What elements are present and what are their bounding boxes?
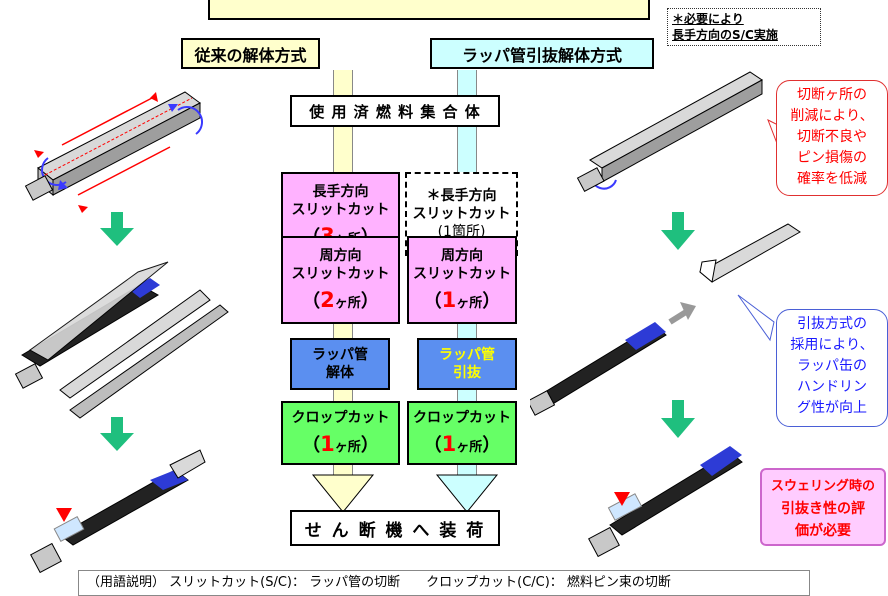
right-header-label: ラッパ管引抜解体方式 [461, 45, 622, 65]
right-down-arrow [435, 474, 499, 513]
green-down-arrow-icon [661, 400, 695, 438]
callout-line: 引抜き性の評 [781, 501, 865, 517]
glossary-box: （用語説明） スリットカット(S/C)： ラッパ管の切断 クロップカット(C/C… [78, 570, 810, 596]
left-header: 従来の解体方式 [181, 38, 320, 69]
title-box [208, 0, 650, 20]
callout-line: 削減により、 [790, 108, 874, 124]
right-illustrations [530, 71, 801, 558]
green-down-arrow-icon [100, 417, 134, 451]
step-label: クロップカット [413, 410, 511, 426]
callout-tail [737, 294, 775, 342]
callout-line: 切断ヶ所の [797, 87, 867, 103]
callout-line: 引抜方式の [797, 316, 867, 332]
pin-bundle-icon [588, 446, 743, 558]
green-down-arrow-icon [661, 212, 695, 250]
step-label: スリットカット [412, 206, 511, 222]
note-box: ＊必要により 長手方向のS/C実施 [667, 8, 821, 46]
green-down-arrow-icon [100, 212, 134, 246]
shear-machine-label: せ ん 断 機 へ 装 荷 [304, 520, 486, 541]
callout-reduction: 切断ヶ所の 削減により、 切断不良や ピン損傷の 確率を低減 [776, 80, 888, 196]
step-count: （1ヶ所） [423, 432, 501, 456]
callout-swelling: スウェリング時の 引抜き性の評 価が必要 [760, 468, 886, 546]
fuel-assembly-icon [576, 71, 763, 193]
spent-fuel-assembly-box: 使 用 済 燃 料 集 合 体 [290, 95, 500, 127]
right-header: ラッパ管引抜解体方式 [430, 38, 654, 69]
callout-line: 価が必要 [795, 523, 851, 539]
gray-arrow-icon [668, 302, 696, 325]
right-step-circumferential: 周方向 スリットカット （1ヶ所） [407, 236, 517, 324]
step-label: 引抜 [453, 365, 481, 381]
right-step-wrapper-pullout: ラッパ管 引抜 [417, 338, 517, 390]
step-count: （1ヶ所） [302, 432, 379, 456]
callout-line: ハンドリン [797, 379, 867, 395]
right-step-crop-cut: クロップカット （1ヶ所） [407, 401, 517, 465]
callout-line: 採用により、 [790, 337, 874, 353]
disassembled-assembly-icon [14, 261, 229, 419]
callout-line: スウェリング時の [770, 479, 875, 494]
fuel-assembly-icon [24, 91, 203, 213]
wrapper-tube-icon [699, 223, 801, 283]
pin-bundle-icon [530, 322, 667, 416]
step-label: 解体 [326, 365, 354, 381]
callout-handling: 引抜方式の 採用により、 ラッパ缶の ハンドリン グ性が向上 [776, 309, 888, 427]
step-count: （2ヶ所） [302, 288, 379, 312]
callout-line: 切断不良や [797, 129, 867, 145]
left-step-wrapper-disassembly: ラッパ管 解体 [290, 338, 390, 390]
callout-line: グ性が向上 [797, 400, 867, 416]
step-label: 周方向 [319, 248, 362, 264]
step-label: ラッパ管 [439, 347, 495, 363]
callout-line: ピン損傷の [797, 150, 867, 166]
left-down-arrow [311, 474, 375, 513]
shear-machine-box: せ ん 断 機 へ 装 荷 [290, 510, 500, 546]
step-label: スリットカット [291, 202, 390, 218]
step-label: スリットカット [413, 266, 511, 282]
step-label: スリットカット [291, 266, 390, 282]
left-header-label: 従来の解体方式 [194, 45, 307, 65]
callout-line: ラッパ缶の [797, 358, 867, 374]
spent-fuel-assembly-label: 使 用 済 燃 料 集 合 体 [309, 102, 481, 121]
step-label: 周方向 [441, 248, 483, 264]
step-label: ラッパ管 [312, 347, 368, 363]
step-label: ＊長手方向 [426, 188, 497, 204]
left-illustrations [14, 91, 229, 574]
callout-line: 確率を低減 [797, 171, 867, 187]
pin-bundle-icon [30, 449, 206, 574]
glossary-text: （用語説明） スリットカット(S/C)： ラッパ管の切断 クロップカット(C/C… [87, 575, 671, 590]
step-count: （1ヶ所） [423, 288, 501, 312]
left-step-crop-cut: クロップカット （1ヶ所） [281, 401, 400, 465]
note-line-1: ＊必要により [672, 12, 744, 26]
step-label: クロップカット [291, 410, 390, 426]
left-step-circumferential: 周方向 スリットカット （2ヶ所） [281, 236, 400, 324]
step-label: 長手方向 [312, 184, 369, 200]
note-line-2: 長手方向のS/C実施 [672, 28, 778, 42]
